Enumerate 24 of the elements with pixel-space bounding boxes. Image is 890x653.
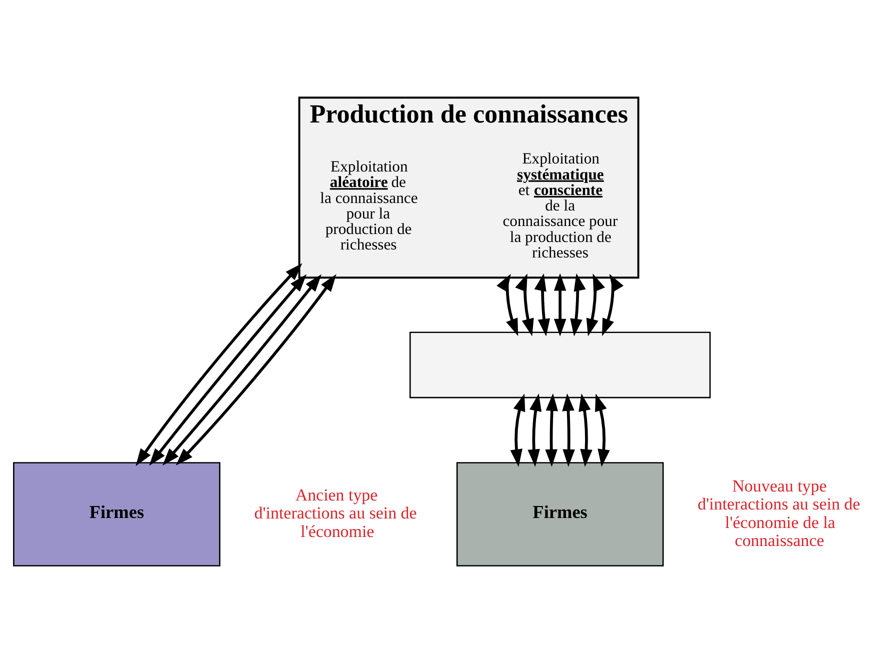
arrow xyxy=(570,273,586,336)
arrow xyxy=(136,263,302,466)
arrow xyxy=(562,393,575,467)
arrow xyxy=(510,394,526,467)
arrow xyxy=(554,273,566,336)
arrow xyxy=(496,274,518,336)
node-text: Exploitation aléatoire de la connaissance pour la production de richesses xyxy=(320,158,418,254)
node-box xyxy=(409,332,711,398)
arrow xyxy=(534,273,550,336)
node-box: Firmes xyxy=(13,462,220,566)
label: Ancien type d'interactions au sein de l'économie xyxy=(254,485,417,541)
arrow xyxy=(515,274,534,336)
arrow xyxy=(586,274,605,336)
label: Nouveau type d'interactions au sein de l'économie de la connaissance xyxy=(698,476,860,550)
arrow xyxy=(602,274,624,336)
arrow xyxy=(528,393,542,467)
arrow xyxy=(176,274,336,466)
node-text: Exploitation systématique et consciente de la connaissance pour la production de richesses xyxy=(502,150,618,262)
arrow xyxy=(545,393,558,467)
arrow xyxy=(578,393,592,467)
arrow xyxy=(595,394,610,467)
arrow xyxy=(149,274,307,466)
arrow xyxy=(162,274,322,466)
node-box: Firmes xyxy=(456,462,664,566)
